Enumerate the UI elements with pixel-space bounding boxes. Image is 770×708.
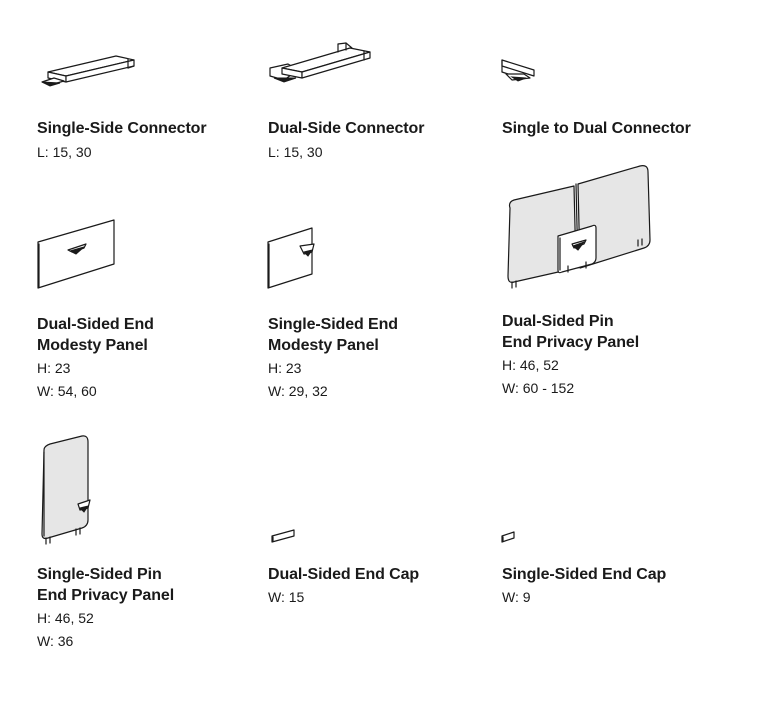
product-title: Modesty Panel	[37, 337, 148, 354]
product-title: Dual-Sided End	[37, 316, 154, 333]
product-spec: W: 54, 60	[37, 383, 97, 399]
product-title: Single-Sided End Cap	[502, 566, 667, 583]
product-title: Single-Sided End	[268, 316, 398, 333]
dual-sided-end-modesty-panel-illustration	[37, 219, 115, 289]
product-spec: L: 15, 30	[37, 144, 92, 160]
product-title: Single to Dual Connector	[502, 120, 691, 137]
product-spec: W: 36	[37, 633, 74, 649]
product-spec: H: 23	[268, 360, 302, 376]
product-title: End Privacy Panel	[37, 587, 175, 604]
single-sided-pin-end-privacy-panel-illustration	[41, 435, 91, 545]
product-spec: H: 46, 52	[37, 610, 94, 626]
product-title: End Privacy Panel	[502, 334, 640, 351]
product-spec: W: 15	[268, 589, 305, 605]
single-to-dual-connector-illustration	[501, 59, 535, 82]
single-side-connector-illustration	[41, 55, 135, 87]
product-title: Dual-Side Connector	[268, 120, 425, 137]
dual-sided-pin-end-privacy-panel-illustration	[507, 165, 651, 289]
product-title: Single-Side Connector	[37, 120, 207, 137]
single-sided-end-cap-illustration	[501, 531, 515, 543]
product-title: Single-Sided Pin	[37, 566, 162, 583]
single-sided-end-modesty-panel-illustration	[267, 227, 315, 289]
product-spec: W: 9	[502, 589, 531, 605]
product-spec: W: 29, 32	[268, 383, 328, 399]
product-spec: H: 23	[37, 360, 71, 376]
product-title: Dual-Sided Pin	[502, 313, 614, 330]
dual-sided-end-cap-illustration	[271, 529, 295, 543]
product-spec: H: 46, 52	[502, 357, 559, 373]
product-title: Modesty Panel	[268, 337, 379, 354]
dual-side-connector-illustration	[269, 42, 371, 83]
product-spec: W: 60 - 152	[502, 380, 575, 396]
product-title: Dual-Sided End Cap	[268, 566, 420, 583]
product-spec: L: 15, 30	[268, 144, 323, 160]
